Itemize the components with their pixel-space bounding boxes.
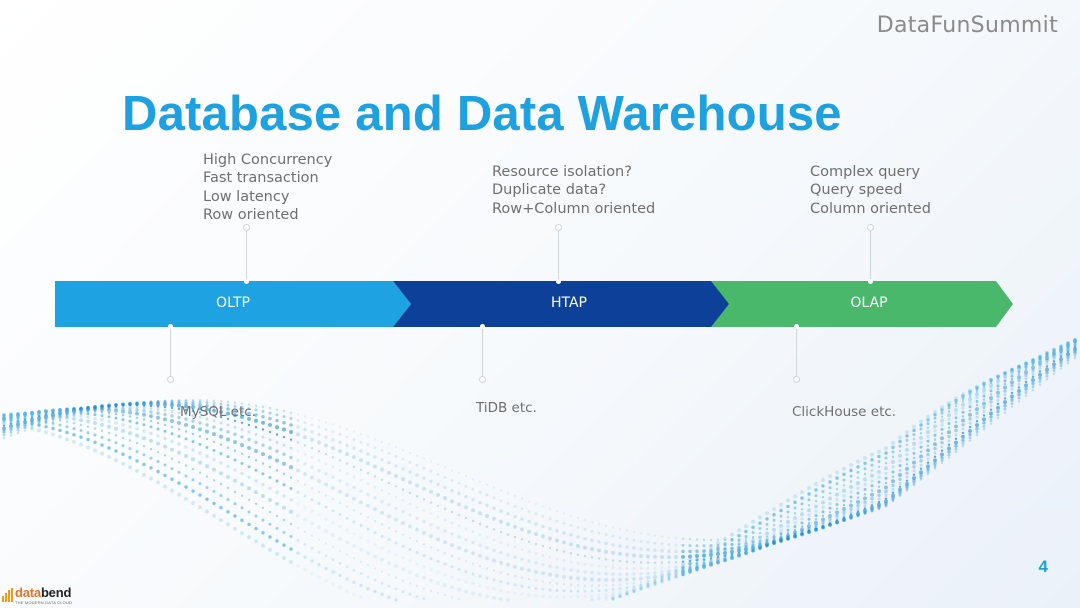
- olap-feature: Complex query: [810, 164, 921, 180]
- oltp-bottom-connector-end: [167, 376, 174, 383]
- olap-bottom-connector: [796, 327, 797, 379]
- oltp-bottom-marker: [168, 324, 173, 329]
- htap-feature: Duplicate data?: [492, 182, 607, 199]
- olap-bottom-marker: [794, 324, 799, 329]
- htap-feature: Resource isolation?: [492, 164, 632, 180]
- olap-features: Complex query Query speed Column oriente…: [810, 163, 931, 218]
- oltp-example: MySQL etc.: [180, 404, 256, 420]
- logo-bars-icon: [2, 588, 14, 602]
- oltp-feature: Fast transaction: [203, 170, 319, 187]
- architecture-timeline: OLTP HTAP OLAP: [55, 281, 1013, 327]
- oltp-top-connector-end: [243, 224, 250, 231]
- htap-example: TiDB etc.: [476, 400, 537, 416]
- oltp-feature: Row oriented: [203, 206, 299, 223]
- databend-logo: databend THE MODERN DATA CLOUD: [2, 584, 92, 606]
- stage-oltp: OLTP: [55, 281, 411, 327]
- oltp-chevron: [55, 281, 411, 327]
- olap-chevron: [711, 281, 1013, 327]
- brand-name: DataFunSummit: [876, 13, 1058, 38]
- oltp-top-marker: [244, 279, 249, 284]
- olap-feature: Query speed: [810, 182, 903, 199]
- stage-htap: HTAP: [393, 281, 731, 327]
- olap-feature: Column oriented: [810, 200, 931, 217]
- htap-top-connector: [558, 227, 559, 281]
- htap-feature: Row+Column oriented: [492, 200, 656, 217]
- olap-top-connector-end: [867, 224, 874, 231]
- logo-tagline: THE MODERN DATA CLOUD: [15, 600, 73, 605]
- htap-bottom-connector-end: [479, 376, 486, 383]
- oltp-feature: High Concurrency: [203, 152, 333, 168]
- stage-olap: OLAP: [711, 281, 1013, 327]
- oltp-top-connector: [246, 227, 247, 281]
- htap-top-connector-end: [555, 224, 562, 231]
- oltp-bottom-connector: [170, 327, 171, 379]
- olap-bottom-connector-end: [793, 376, 800, 383]
- oltp-feature: Low latency: [203, 188, 290, 205]
- stage-label-oltp: OLTP: [216, 295, 250, 311]
- htap-chevron: [393, 281, 731, 327]
- htap-top-marker: [556, 279, 561, 284]
- htap-bottom-marker: [480, 324, 485, 329]
- htap-bottom-connector: [482, 327, 483, 379]
- stage-label-htap: HTAP: [550, 295, 587, 311]
- oltp-features: High Concurrency Fast transaction Low la…: [203, 151, 332, 224]
- htap-features: Resource isolation? Duplicate data? Row+…: [492, 163, 655, 218]
- olap-top-connector: [870, 227, 871, 281]
- olap-example: ClickHouse etc.: [792, 404, 897, 420]
- slide-title: Database and Data Warehouse: [122, 87, 842, 141]
- stage-label-olap: OLAP: [850, 295, 888, 311]
- page-number: 4: [1038, 557, 1048, 576]
- olap-top-marker: [868, 279, 873, 284]
- logo-wordmark: databend: [15, 585, 72, 600]
